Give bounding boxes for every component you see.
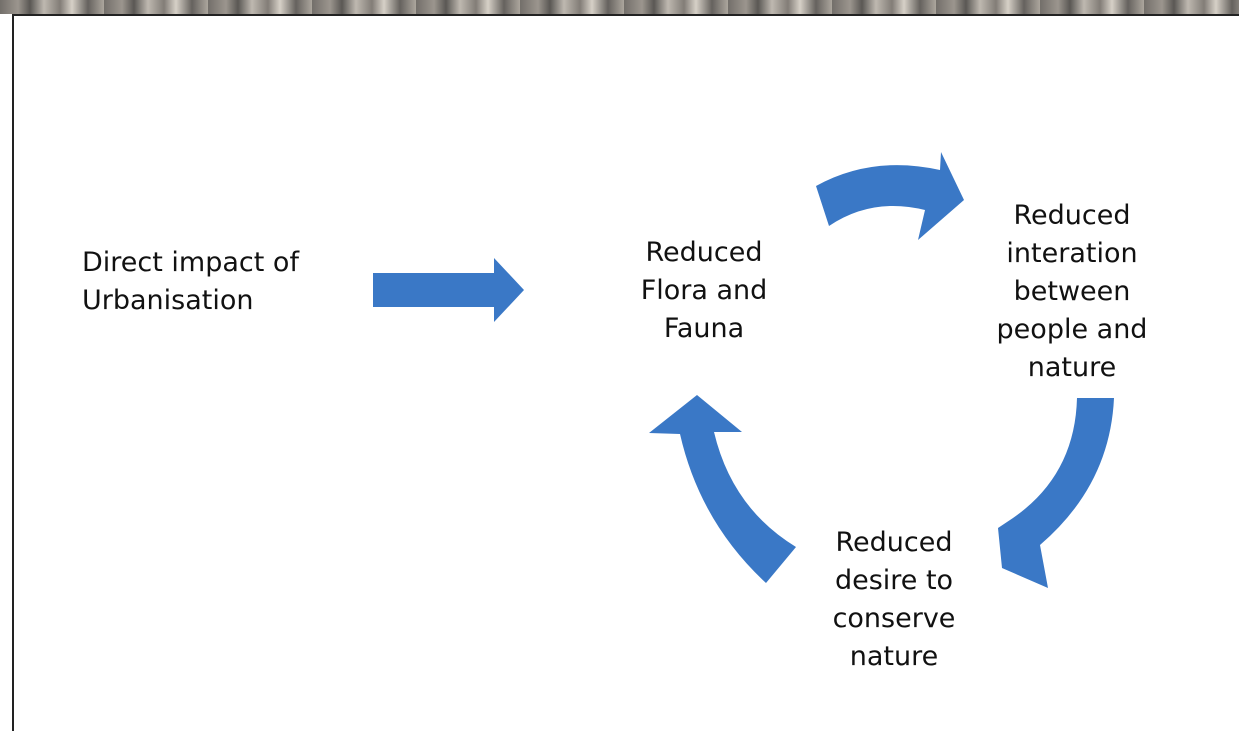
arrow-group xyxy=(373,152,1114,588)
straight-arrow xyxy=(373,258,524,322)
curved-arrow-top xyxy=(816,152,964,240)
reduced-interaction-label: Reduced interation between people and na… xyxy=(996,200,1148,383)
direct-impact-label: Direct impact of Urbanisation xyxy=(82,247,299,316)
reduced-desire-label: Reduced desire to conserve nature xyxy=(832,527,956,672)
curved-arrow-left xyxy=(649,395,796,583)
diagram-slide: Direct impact of Urbanisation Reduced Fl… xyxy=(12,14,1239,731)
reduced-flora-fauna-label: Reduced Flora and Fauna xyxy=(640,237,768,344)
background-photo-strip xyxy=(0,0,1239,14)
curved-arrow-right xyxy=(998,398,1114,588)
